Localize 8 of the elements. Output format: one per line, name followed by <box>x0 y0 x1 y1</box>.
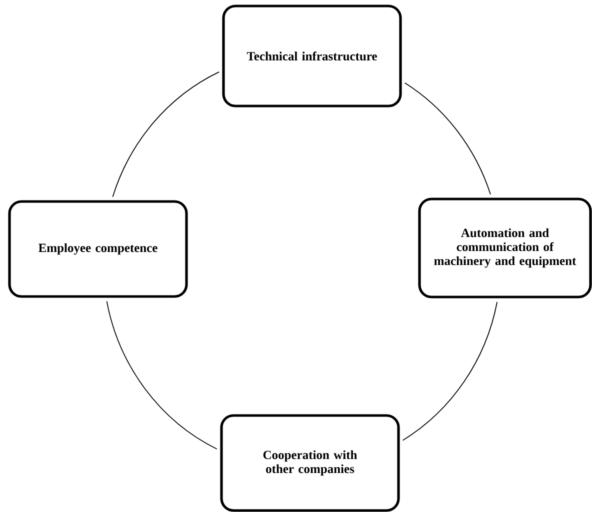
connector-arc <box>106 300 218 450</box>
rounded-box: Automation and communication of machinery and equipment <box>418 198 592 298</box>
rounded-box: Cooperation with other companies <box>220 414 400 512</box>
rounded-box: Technical infrastructure <box>222 4 402 108</box>
rounded-box: Employee competence <box>8 200 188 298</box>
connector-arc <box>404 82 491 195</box>
connector-arc <box>402 302 498 441</box>
connector-arc <box>112 71 220 198</box>
